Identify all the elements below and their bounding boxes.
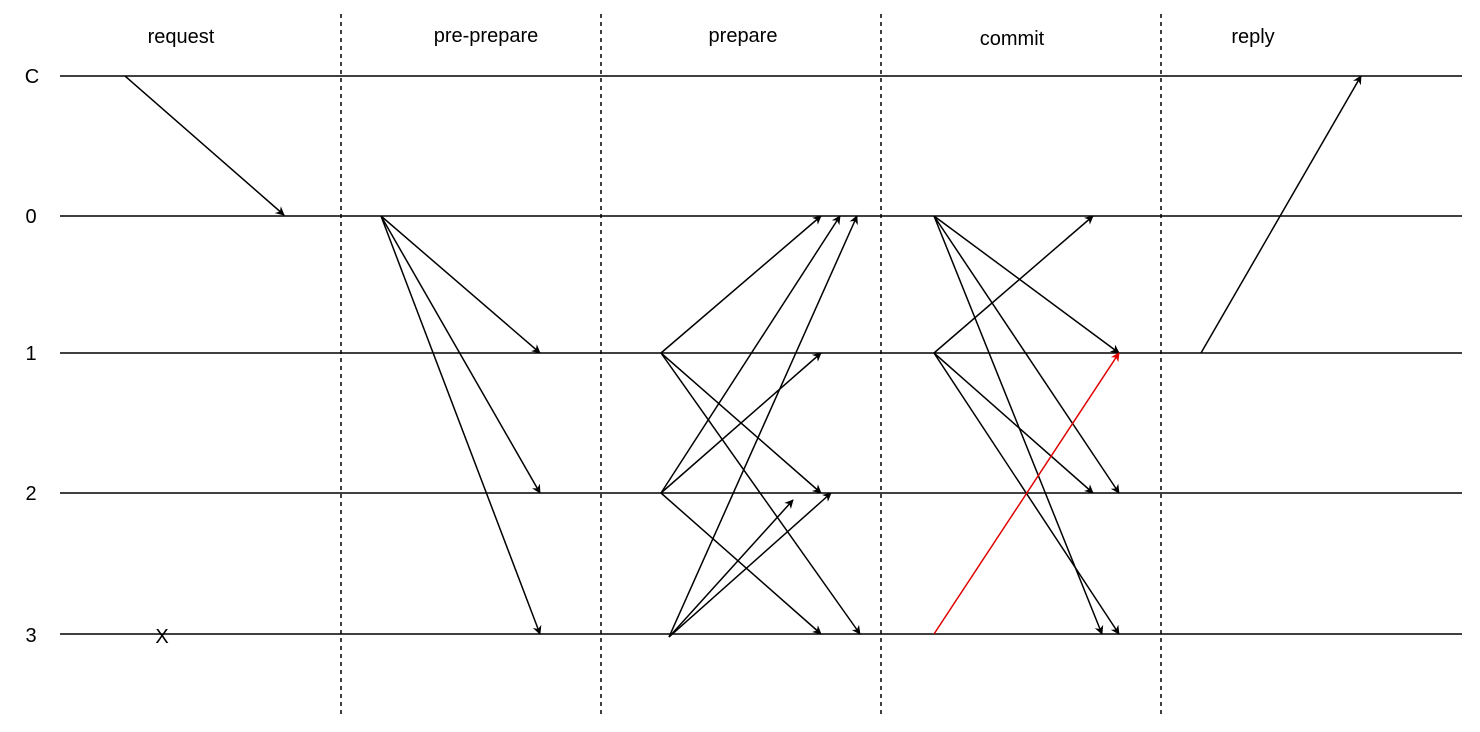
message-arrow	[933, 215, 1120, 354]
node-label-0: 0	[25, 206, 36, 228]
message-arrow	[668, 492, 832, 638]
phase-label-prepare: prepare	[709, 25, 778, 47]
message-arrow	[380, 215, 541, 354]
message-arrow	[380, 215, 542, 635]
message-arrow	[668, 499, 794, 638]
message-arrow-highlight	[933, 352, 1120, 635]
message-arrow	[933, 352, 1094, 494]
failure-mark: X	[155, 626, 168, 648]
phase-label-commit: commit	[980, 28, 1045, 50]
message-arrow	[660, 352, 822, 494]
message-arrow	[668, 215, 858, 638]
message-arrow	[1200, 75, 1362, 354]
node-label-1: 1	[25, 343, 36, 365]
message-arrow	[933, 215, 1094, 354]
phase-label-request: request	[148, 26, 215, 48]
message-arrow	[660, 492, 822, 635]
phase-label-reply: reply	[1231, 26, 1274, 48]
message-arrow	[380, 215, 541, 494]
message-arrow	[660, 352, 861, 635]
message-arrow	[124, 75, 285, 216]
message-arrows	[124, 75, 1362, 638]
node-label-c: C	[25, 66, 39, 88]
message-arrow	[660, 215, 822, 354]
node-label-2: 2	[25, 483, 36, 505]
message-arrow	[660, 215, 841, 494]
message-arrow	[933, 215, 1120, 494]
phase-label-pre-prepare: pre-prepare	[434, 25, 539, 47]
node-label-3: 3	[25, 625, 36, 647]
